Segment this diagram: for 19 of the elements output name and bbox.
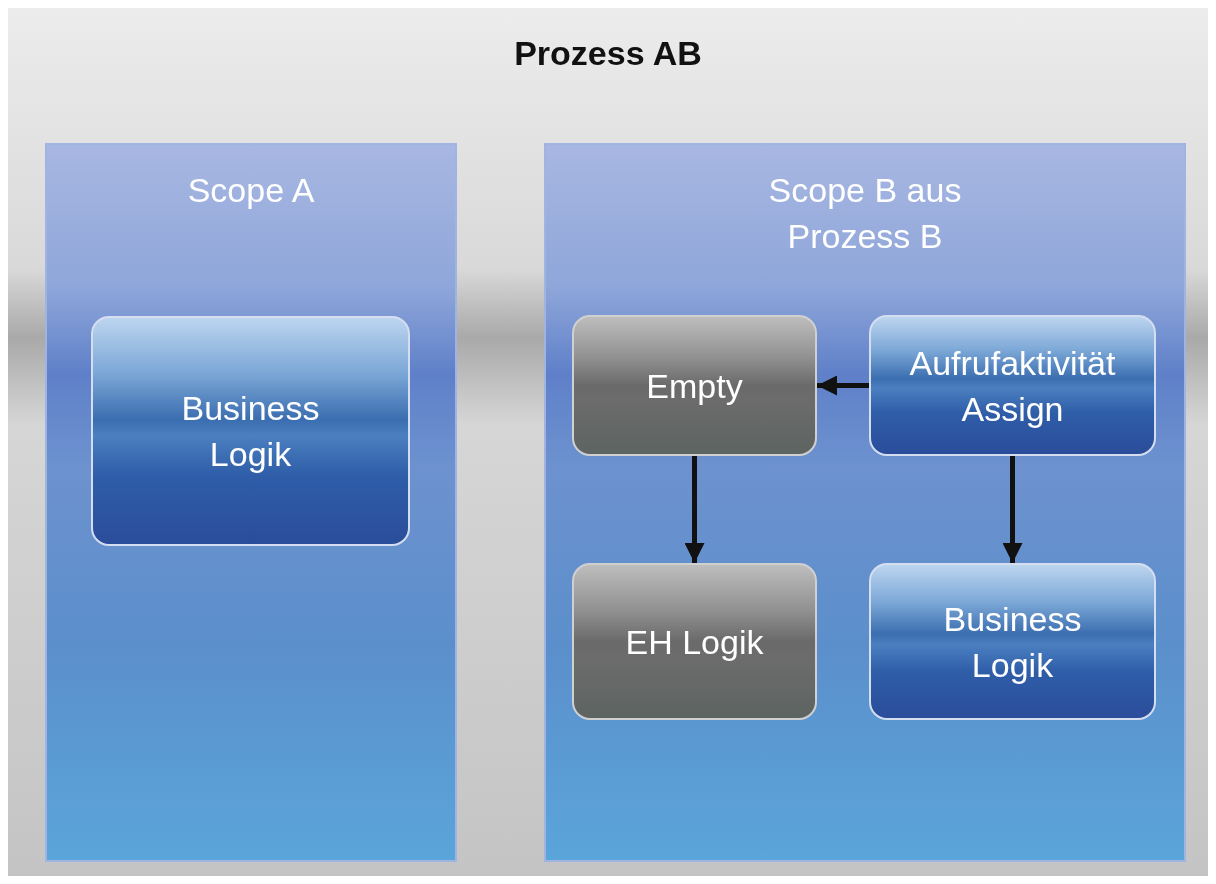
activity-label: Aufrufaktivität Assign [908, 342, 1117, 430]
activity-box [572, 315, 817, 456]
activity-box [869, 315, 1156, 456]
scope-heading: Scope A [186, 170, 316, 211]
arrow [817, 375, 869, 396]
activity-box [91, 316, 410, 546]
activity-label: Empty [646, 365, 743, 407]
scope-panel [45, 143, 457, 862]
process-heading: Prozess AB [513, 34, 703, 73]
process-band [8, 8, 1208, 876]
activity-label: Business Logik [942, 598, 1083, 686]
activity-box [869, 563, 1156, 720]
activity-label: EH Logik [625, 621, 764, 663]
activity-box [572, 563, 817, 720]
activity-label: Business Logik [180, 388, 321, 475]
arrow [1002, 456, 1023, 563]
arrow [684, 456, 705, 563]
scope-heading: Scope B aus Prozess B [767, 170, 963, 257]
scope-panel [544, 143, 1186, 862]
